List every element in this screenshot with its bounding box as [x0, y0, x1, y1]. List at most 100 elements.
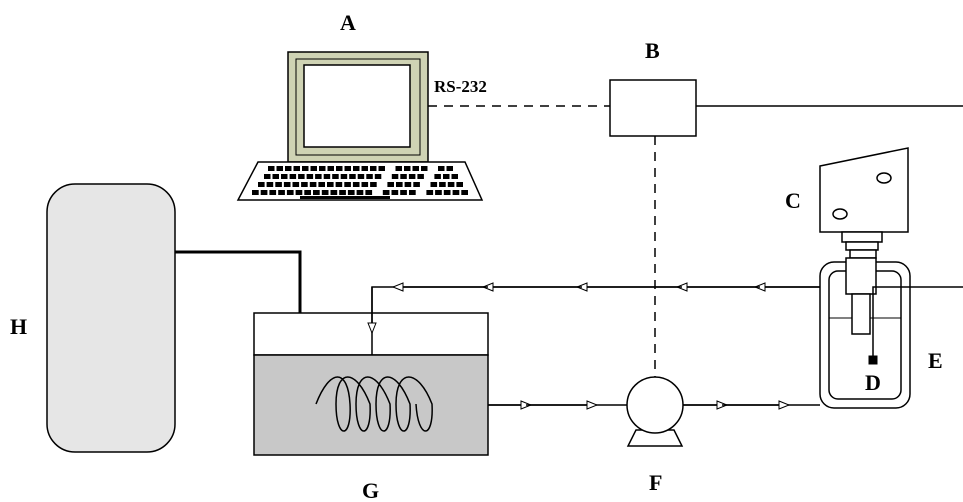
reaction-vessel — [819, 257, 963, 409]
sensor-tip — [868, 355, 878, 365]
keyboard-key — [443, 190, 451, 195]
label-tank: H — [10, 314, 28, 339]
label-stirrer: C — [785, 188, 801, 213]
label-sensor: D — [865, 370, 881, 395]
keyboard-key — [264, 174, 271, 179]
heat-exchange-coil — [315, 376, 433, 432]
keyboard-key — [352, 182, 360, 187]
keyboard-key — [378, 166, 385, 171]
keyboard-key — [344, 182, 351, 187]
keyboard-key — [298, 174, 305, 179]
keyboard-key — [278, 190, 285, 195]
bath-lid — [253, 312, 489, 356]
keyboard-spacebar — [300, 196, 390, 199]
computer — [236, 51, 484, 201]
keyboard-key — [408, 174, 416, 179]
keyboard-key — [443, 174, 450, 179]
keyboard-key — [319, 166, 326, 171]
keyboard-key — [365, 190, 373, 195]
keyboard-key — [382, 190, 390, 195]
keyboard-key — [446, 166, 453, 171]
keyboard-key — [404, 166, 411, 171]
keyboard-key — [447, 182, 455, 187]
keyboard-key — [426, 190, 434, 195]
keyboard-key — [330, 190, 338, 195]
keyboard-key — [289, 174, 297, 179]
sensor-wire — [872, 286, 963, 358]
keyboard-key — [361, 166, 368, 171]
keyboard-key — [301, 182, 308, 187]
keyboard-key — [391, 190, 399, 195]
keyboard-key — [340, 174, 348, 179]
keyboard-key — [306, 174, 314, 179]
keyboard-key — [370, 182, 377, 187]
keyboard-key — [260, 190, 268, 195]
keyboard-key — [315, 174, 322, 179]
keyboard-key — [283, 182, 291, 187]
keyboard-key — [374, 174, 382, 179]
label-computer: A — [340, 10, 356, 35]
keyboard-key — [421, 166, 428, 171]
label-controller: B — [645, 38, 660, 63]
keyboard-key — [361, 182, 369, 187]
keyboard-key — [434, 174, 441, 179]
keyboard-key — [409, 190, 416, 195]
keyboard-key — [309, 182, 317, 187]
label-pump: F — [649, 470, 663, 495]
keyboard-key — [451, 174, 458, 179]
keyboard-key — [387, 182, 394, 187]
keyboard-key — [370, 166, 377, 171]
keyboard-key — [347, 190, 355, 195]
keyboard-key — [344, 166, 351, 171]
keyboard-key — [295, 190, 303, 195]
label-rs232: RS-232 — [434, 77, 487, 96]
keyboard-key — [413, 182, 420, 187]
keyboard-key — [323, 174, 331, 179]
keyboard-key — [456, 182, 463, 187]
gas-tank — [46, 183, 176, 453]
keyboard-key — [281, 174, 288, 179]
keyboard-key — [321, 190, 329, 195]
keyboard-key — [302, 166, 309, 171]
keyboard-key — [391, 174, 399, 179]
keyboard-key — [336, 166, 343, 171]
keyboard-key — [396, 182, 403, 187]
keyboard-key — [258, 182, 265, 187]
keyboard-key — [310, 166, 317, 171]
keyboard-key — [252, 190, 259, 195]
keyboard-key — [395, 166, 402, 171]
keyboard-key — [435, 190, 442, 195]
monitor-screen — [303, 64, 411, 148]
keyboard-key — [430, 182, 438, 187]
keyboard-key — [276, 166, 283, 171]
keyboard-key — [400, 174, 407, 179]
keyboard-key — [357, 174, 365, 179]
monitor — [287, 51, 429, 177]
keyboard-key — [356, 190, 364, 195]
keyboard-key — [412, 166, 419, 171]
stirrer-motor — [819, 147, 909, 259]
keyboard-key — [400, 190, 407, 195]
keyboard-key — [318, 182, 325, 187]
keyboard-key — [332, 174, 339, 179]
keyboard-key — [268, 166, 275, 171]
label-bath: G — [362, 478, 380, 502]
keyboard-key — [417, 174, 424, 179]
keyboard-key — [452, 190, 460, 195]
return-line — [372, 287, 820, 355]
keyboard-key — [439, 182, 446, 187]
keyboard-key — [293, 166, 300, 171]
keyboard-key — [353, 166, 360, 171]
keyboard-key — [327, 166, 334, 171]
keyboard — [236, 161, 484, 201]
keyboard-key — [275, 182, 282, 187]
keyboard-key — [272, 174, 279, 179]
controller-box — [609, 79, 697, 137]
keyboard-key — [349, 174, 356, 179]
keyboard-key — [339, 190, 346, 195]
keyboard-key — [366, 174, 373, 179]
keyboard-key — [286, 190, 294, 195]
keyboard-key — [335, 182, 343, 187]
